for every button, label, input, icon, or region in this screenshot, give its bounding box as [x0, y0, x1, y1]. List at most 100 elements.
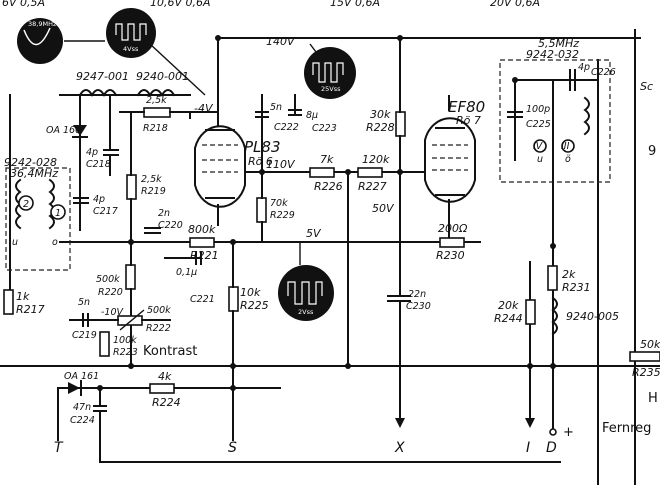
label-r224: R224 [152, 396, 181, 409]
label-vm4: -4V [194, 102, 214, 115]
label-r227-val: 120k [362, 153, 390, 166]
label-r226: R226 [314, 180, 343, 193]
label-5v: 5V [306, 227, 322, 240]
wire-terminals [57, 429, 234, 441]
label-r217-val: 1k [16, 290, 30, 303]
resistor-r230 [439, 237, 465, 248]
scope-1-freq: 38,9MHz [28, 20, 57, 28]
diode-oa160 [73, 125, 87, 136]
label-c225-val: 100p [526, 104, 550, 115]
resistor-r227 [357, 167, 383, 178]
label-c226: C226 [591, 67, 616, 78]
label-9242-028: 9242-028 [4, 156, 57, 169]
label-r229-val: 70k [270, 198, 288, 209]
label-c219-val: 5n [78, 297, 90, 308]
coil-9247 [78, 89, 118, 97]
coil-o-label: o [52, 237, 58, 248]
label-36-4mhz: 36,4MHz [10, 167, 58, 180]
label-r228: R228 [366, 121, 395, 134]
label-c230: C230 [406, 301, 431, 312]
label-c218: C218 [86, 159, 111, 170]
scope-2vss: 2Vss [278, 265, 334, 321]
label-r235: R235 [632, 366, 660, 379]
label-r229: R229 [270, 210, 295, 221]
label-9242-032: 9242-032 [526, 48, 579, 61]
box-9242-032 [499, 59, 611, 183]
scope-38-9mhz: 38,9MHz [17, 18, 63, 64]
coil-o2-label: ö [565, 154, 571, 165]
label-r225-val: 10k [240, 286, 261, 299]
tube-ef80 [424, 117, 476, 203]
cap-c222 [255, 111, 269, 118]
supply-label-right2: 20V 0,6A [490, 0, 540, 9]
resistor-r229 [256, 197, 267, 223]
label-c220: C220 [158, 220, 183, 231]
label-r230-val: 200Ω [438, 222, 468, 235]
resistor-r224 [149, 383, 175, 394]
label-r223: R223 [113, 347, 138, 358]
resistor-r225 [228, 286, 239, 312]
label-r218: R218 [143, 123, 168, 134]
box-9242-028 [5, 167, 71, 271]
cap-c221 [164, 251, 202, 265]
label-oa161: OA 161 [64, 371, 99, 382]
label-c217: C217 [93, 206, 118, 217]
label-r244: R244 [494, 312, 523, 325]
label-r228-val: 30k [370, 108, 391, 121]
arrow-i [525, 418, 535, 428]
pot-arrow-r222 [119, 309, 145, 331]
label-r221: R221 [190, 249, 219, 262]
coil-9242-032 [583, 96, 590, 136]
label-c230-val: 22n [408, 289, 426, 300]
terminal-d-dot [549, 428, 557, 436]
cap-c224 [57, 387, 107, 463]
label-140v: 140V [266, 35, 296, 48]
label-c221-val: 0,1µ [176, 267, 197, 278]
label-r230: R230 [436, 249, 465, 262]
circle-2-label: 2 [23, 199, 29, 210]
label-c221: C221 [190, 294, 215, 305]
label-r217: R217 [16, 303, 45, 316]
resistor-r231 [547, 265, 558, 291]
label-c224: C224 [70, 415, 95, 426]
label-c226-val: 4p [578, 62, 590, 73]
wire-c222-c223 [261, 94, 296, 171]
resistor-r244 [525, 299, 536, 325]
label-c223-val: 8µ [306, 110, 318, 121]
label-r227: R227 [358, 180, 387, 193]
scope-3-amp: 25Vss [321, 85, 341, 93]
label-r222-val: 500k [147, 305, 171, 316]
label-ro6: Rö 6 [248, 155, 273, 168]
scope-2-amp: 4Vss [123, 45, 139, 53]
supply-label-left: 6V 0,5A [2, 0, 45, 9]
label-c219: C219 [72, 330, 97, 341]
label-r219-val: 2,5k [141, 174, 162, 185]
terminal-t: T [54, 440, 64, 456]
label-r224-val: 4k [158, 370, 172, 383]
label-c223: C223 [312, 123, 337, 134]
supply-label-mid: 10,6V 0,6A [150, 0, 211, 9]
label-r222: R222 [146, 323, 171, 334]
circle-iii [561, 139, 575, 153]
terminal-fernreg: Fernreg [602, 421, 651, 436]
label-r218-val: 2,5k [146, 95, 167, 106]
coil-u-label: u [12, 237, 18, 248]
junction-dots [97, 35, 556, 391]
resistor-r235 [629, 351, 660, 362]
label-ef80: EF80 [448, 98, 485, 116]
arrow-x [395, 418, 405, 428]
diode-oa161 [68, 382, 80, 394]
resistor-r217 [3, 289, 14, 315]
label-oa160: OA 160 [46, 125, 81, 136]
terminal-s: S [228, 440, 237, 456]
label-5-5mhz: 5,5MHz [538, 37, 579, 50]
terminal-d: D [546, 440, 557, 456]
label-r244-val: 20k [498, 299, 519, 312]
label-9247: 9247-001 [76, 70, 129, 83]
scope-25vss: 25Vss [304, 47, 356, 99]
label-c222: C222 [274, 122, 299, 133]
terminal-plus: + [563, 425, 574, 440]
label-c222-val: 5n [270, 102, 282, 113]
resistor-r222 [117, 315, 143, 326]
label-r231-val: 2k [562, 268, 576, 281]
